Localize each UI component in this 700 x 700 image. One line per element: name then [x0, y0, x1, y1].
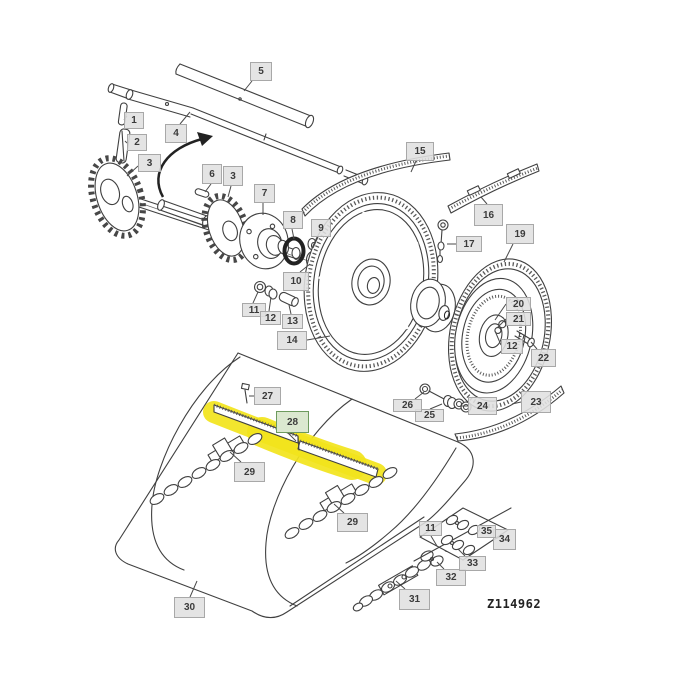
- chain-29-right: [284, 466, 398, 540]
- part-label-33-34[interactable]: 33: [459, 556, 486, 571]
- chain-29-left: [149, 432, 263, 506]
- part-label-16-16[interactable]: 16: [474, 204, 503, 226]
- leader-line-26-26: [414, 391, 425, 400]
- washers-12: [264, 285, 278, 300]
- part-label-35-36[interactable]: 35: [477, 525, 496, 538]
- tube-5: [175, 63, 315, 129]
- chain-31: [352, 559, 432, 612]
- part-label-15-15[interactable]: 15: [406, 142, 434, 161]
- part-label-8-8[interactable]: 8: [283, 211, 303, 229]
- part-label-30-31[interactable]: 30: [174, 597, 205, 618]
- part-label-24-24[interactable]: 24: [468, 397, 497, 415]
- drawing-code: Z114962: [487, 597, 542, 611]
- leader-line-28-28: [287, 432, 297, 442]
- part-label-28-28[interactable]: 28: [276, 411, 309, 433]
- part-label-29-30[interactable]: 29: [337, 513, 368, 532]
- leader-line-30-31: [189, 580, 198, 598]
- leader-line-21-20: [496, 318, 507, 329]
- nut-11: [253, 280, 267, 294]
- detail-inset-34: [413, 507, 512, 562]
- part-label-1-0[interactable]: 1: [124, 112, 144, 129]
- part-label-10-10[interactable]: 10: [283, 272, 309, 291]
- leader-line-22-22: [530, 341, 538, 350]
- conveyor-canvas-30: [114, 352, 474, 619]
- leader-line-16-16: [480, 196, 488, 205]
- part-label-11-37[interactable]: 11: [419, 521, 442, 536]
- part-label-20-19[interactable]: 20: [506, 297, 531, 311]
- leader-line-9-9: [312, 236, 319, 249]
- leader-line-5-4: [243, 80, 253, 92]
- leader-line-10-10: [299, 263, 311, 273]
- part-label-6-5[interactable]: 6: [202, 164, 222, 184]
- part-label-32-33[interactable]: 32: [436, 569, 466, 586]
- pin-2: [115, 128, 131, 164]
- leader-line-25-25: [429, 403, 443, 410]
- part-label-3-2[interactable]: 3: [138, 154, 161, 172]
- hub-18: [410, 278, 456, 333]
- part-label-17-17[interactable]: 17: [456, 236, 482, 252]
- leader-line-2-1: [124, 140, 128, 144]
- part-label-19-18[interactable]: 19: [506, 224, 534, 244]
- part-label-34-35[interactable]: 34: [493, 529, 516, 550]
- leader-line-14-14: [306, 335, 331, 341]
- part-label-2-1[interactable]: 2: [127, 134, 147, 151]
- leader-line-11-37: [430, 535, 438, 547]
- leader-line-29-29: [229, 451, 242, 463]
- sprocket-3-right: [201, 193, 251, 263]
- part-label-26-26[interactable]: 26: [393, 399, 422, 412]
- part-label-12-21[interactable]: 12: [501, 339, 523, 354]
- slat-28: [213, 403, 379, 478]
- key-6: [194, 188, 210, 198]
- part-label-21-20[interactable]: 21: [506, 312, 531, 326]
- bolt-17: [436, 219, 449, 264]
- part-label-5-4[interactable]: 5: [250, 62, 272, 81]
- leader-line-29-30: [333, 503, 345, 514]
- leader-line-33-34: [457, 548, 466, 557]
- leader-line-8-8: [291, 228, 295, 240]
- hub-7: [239, 212, 289, 270]
- leader-line-3-2: [126, 165, 139, 177]
- shaft-4: [107, 83, 369, 186]
- leader-line-31-32: [395, 580, 406, 590]
- leader-line-11-11: [252, 291, 259, 304]
- leader-line-19-18: [503, 243, 514, 263]
- bolt-27: [240, 382, 250, 404]
- part-label-25-25[interactable]: 25: [415, 409, 444, 422]
- part-label-29-29[interactable]: 29: [234, 462, 265, 482]
- part-label-27-27[interactable]: 27: [254, 387, 281, 405]
- part-label-22-22[interactable]: 22: [531, 349, 556, 367]
- leader-line-3-6: [227, 185, 232, 198]
- motion-arrow: [157, 132, 213, 198]
- part-label-13-13[interactable]: 13: [282, 314, 303, 329]
- leader-line-6-5: [204, 183, 212, 193]
- leader-line-32-33: [436, 561, 445, 570]
- leader-line-15-15: [410, 160, 417, 173]
- sprocket-3-left: [88, 155, 146, 239]
- leader-line-4-3: [179, 111, 191, 125]
- strip-16: [447, 163, 540, 214]
- part-label-31-32[interactable]: 31: [399, 589, 430, 610]
- part-label-4-3[interactable]: 4: [165, 124, 187, 143]
- part-label-3-6[interactable]: 3: [223, 166, 243, 186]
- links-32: [420, 550, 444, 567]
- leader-line-12-12: [268, 296, 272, 312]
- leader-line-13-13: [288, 304, 292, 315]
- leader-line-12-21: [494, 330, 502, 346]
- wheel-14: [303, 192, 439, 372]
- part-label-9-9[interactable]: 9: [311, 219, 331, 237]
- part-label-14-14[interactable]: 14: [277, 331, 307, 350]
- part-label-7-7[interactable]: 7: [254, 184, 275, 203]
- part-label-23-23[interactable]: 23: [521, 391, 551, 413]
- leader-line-20-19: [494, 303, 507, 321]
- strip-23: [454, 385, 565, 442]
- leader-line-23-23: [511, 401, 522, 405]
- part-label-12-12[interactable]: 12: [260, 311, 281, 325]
- pin-13: [278, 291, 299, 307]
